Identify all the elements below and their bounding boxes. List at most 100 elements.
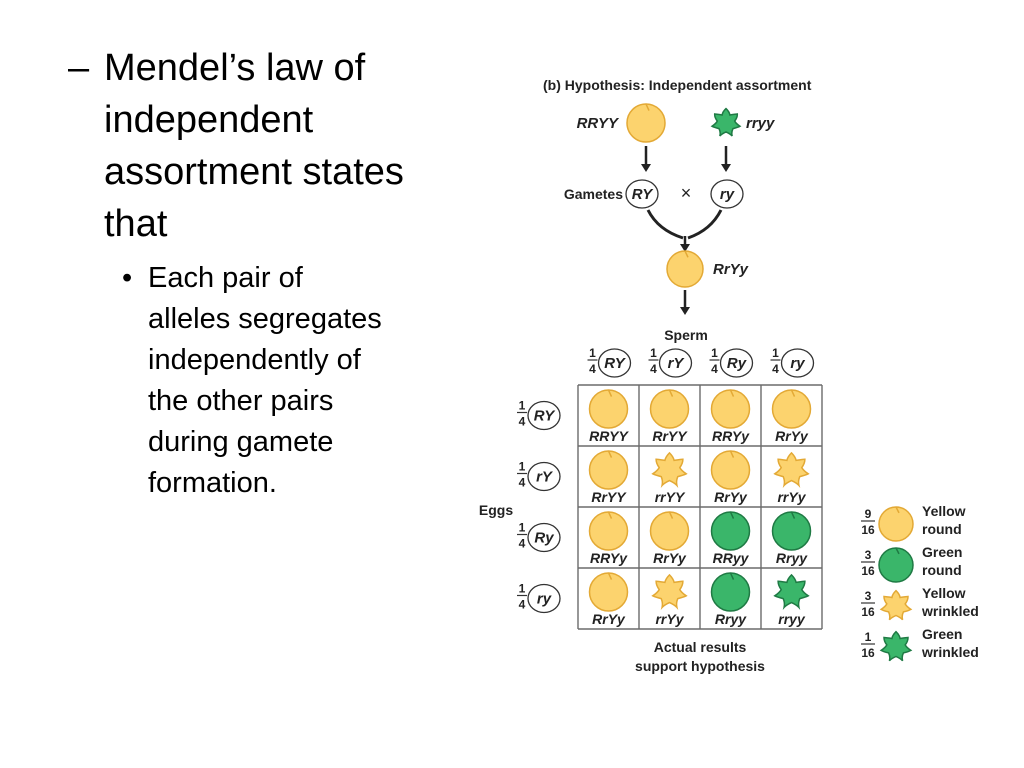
cell-1-2-yellow-round-pea-icon [710, 450, 751, 490]
egg-fraction-1-denominator: 4 [519, 476, 526, 490]
sperm-allele-Ry-label: Ry [727, 355, 747, 372]
egg-allele-ry-circle [527, 583, 561, 614]
egg-fraction-3-denominator: 4 [519, 598, 526, 612]
cell-3-0-yellow-round-pea-icon [588, 572, 629, 612]
cell-2-0-genotype: RRYy [590, 550, 628, 566]
f1-arrow-head [680, 244, 690, 252]
egg-allele-ry-label: ry [537, 591, 552, 608]
gamete-ry-label: ry [720, 186, 735, 203]
slide-text: – Mendel’s law of independent assortment… [68, 42, 448, 504]
sperm-allele-rY-circle [658, 348, 693, 378]
cell-2-2-green-round-pea-icon [710, 511, 751, 551]
gamete-ry-circle [710, 179, 744, 209]
cell-3-2-green-round-pea-icon [710, 572, 751, 612]
cell-2-1-genotype: RrYy [653, 550, 687, 566]
dash-marker: – [68, 47, 90, 89]
sperm-allele-ry-circle [780, 348, 815, 378]
legend-1-color: Green [922, 544, 962, 560]
legend-green-round-pea-icon [878, 547, 914, 583]
legend-1-shape: round [922, 562, 962, 578]
egg-fraction-2-numerator: 1 [519, 521, 526, 535]
legend-green-wrinkled-pea-icon [879, 630, 913, 662]
cell-3-0-genotype: RrYy [592, 611, 626, 627]
cell-1-0-genotype: RrYY [591, 489, 627, 505]
parent2-arrow-head [721, 164, 731, 172]
cell-0-2-genotype: RRYy [712, 428, 750, 444]
sperm-fraction-0-denominator: 4 [589, 362, 596, 376]
caption-line-1: Actual results [654, 639, 747, 655]
gamete-RY-circle [625, 179, 659, 209]
egg-allele-rY-circle [527, 461, 561, 492]
cell-1-0-yellow-round-pea-icon [588, 450, 629, 490]
cell-0-1-genotype: RrYY [652, 428, 688, 444]
egg-fraction-0-denominator: 4 [519, 415, 526, 429]
cell-1-1-yellow-wrinkled-pea-icon [651, 451, 688, 488]
legend-3-denominator: 16 [861, 646, 875, 660]
legend-0-numerator: 9 [865, 507, 872, 521]
cell-2-0-yellow-round-pea-icon [588, 511, 629, 551]
sub-point: • Each pair of alleles segregates indepe… [122, 258, 448, 504]
legend-2-numerator: 3 [865, 589, 872, 603]
legend-2-denominator: 16 [861, 605, 875, 619]
egg-fraction-2-denominator: 4 [519, 537, 526, 551]
legend-yellow-round-pea-icon [878, 506, 914, 542]
legend-0-denominator: 16 [861, 523, 875, 537]
egg-allele-Ry-circle [527, 522, 561, 553]
gamete-RY-label: RY [632, 186, 655, 203]
cell-0-3-genotype: RrYy [775, 428, 809, 444]
egg-fraction-0-numerator: 1 [519, 399, 526, 413]
legend-3-color: Green [922, 626, 962, 642]
cell-3-1-genotype: rrYy [655, 611, 684, 627]
egg-allele-RY-label: RY [534, 408, 557, 425]
cell-3-3-green-wrinkled-pea-icon [773, 573, 810, 610]
egg-allele-RY-circle [527, 400, 561, 431]
egg-allele-Ry-label: Ry [534, 530, 554, 547]
cell-3-3-genotype: rryy [778, 611, 806, 627]
figure-title: (b) Hypothesis: Independent assortment [543, 77, 812, 93]
legend-3-numerator: 1 [865, 630, 872, 644]
sperm-allele-ry-label: ry [790, 355, 805, 372]
sperm-allele-RY-label: RY [604, 355, 627, 372]
cross-symbol: × [681, 183, 692, 203]
cell-1-3-genotype: rrYy [777, 489, 806, 505]
sperm-fraction-1-numerator: 1 [650, 346, 657, 360]
parent-genotype-1: RRYY [577, 115, 620, 132]
independent-assortment-diagram: (b) Hypothesis: Independent assortmentRR… [479, 77, 979, 674]
sperm-fraction-1-denominator: 4 [650, 362, 657, 376]
legend-yellow-wrinkled-pea-icon [879, 589, 913, 621]
cell-0-0-genotype: RRYY [589, 428, 629, 444]
cell-1-3-yellow-wrinkled-pea-icon [773, 451, 810, 488]
sub-point-text: Each pair of alleles segregates independ… [148, 262, 382, 499]
legend-1-numerator: 3 [865, 548, 872, 562]
converge-arrow-left [646, 209, 684, 240]
cell-3-2-genotype: Rryy [715, 611, 747, 627]
cell-3-1-yellow-wrinkled-pea-icon [651, 573, 688, 610]
cell-0-1-yellow-round-pea-icon [649, 389, 690, 429]
legend-1-denominator: 16 [861, 564, 875, 578]
cell-2-3-green-round-pea-icon [771, 511, 812, 551]
sperm-fraction-3-denominator: 4 [772, 362, 779, 376]
f1-down-arrow-head [680, 307, 690, 315]
sperm-allele-RY-circle [597, 348, 632, 378]
cell-0-2-yellow-round-pea-icon [710, 389, 751, 429]
legend-0-shape: round [922, 521, 962, 537]
legend-2-color: Yellow [922, 585, 966, 601]
gametes-label: Gametes [564, 186, 623, 202]
egg-fraction-1-numerator: 1 [519, 460, 526, 474]
sperm-fraction-0-numerator: 1 [589, 346, 596, 360]
legend-0-color: Yellow [922, 503, 966, 519]
cell-1-1-genotype: rrYY [655, 489, 686, 505]
egg-allele-rY-label: rY [536, 469, 554, 486]
parent1-arrow-head [641, 164, 651, 172]
sperm-fraction-3-numerator: 1 [772, 346, 779, 360]
main-point-text: Mendel’s law of independent assortment s… [104, 47, 404, 245]
parent-green-wrinkled-pea-icon [710, 107, 742, 137]
f1-genotype: RrYy [713, 261, 749, 278]
sperm-label: Sperm [664, 327, 708, 343]
egg-fraction-3-numerator: 1 [519, 582, 526, 596]
sperm-allele-Ry-circle [719, 348, 754, 378]
converge-arrow-right [687, 209, 723, 240]
cell-0-3-yellow-round-pea-icon [771, 389, 812, 429]
parent-genotype-2: rryy [746, 115, 775, 132]
cell-2-3-genotype: Rryy [776, 550, 808, 566]
